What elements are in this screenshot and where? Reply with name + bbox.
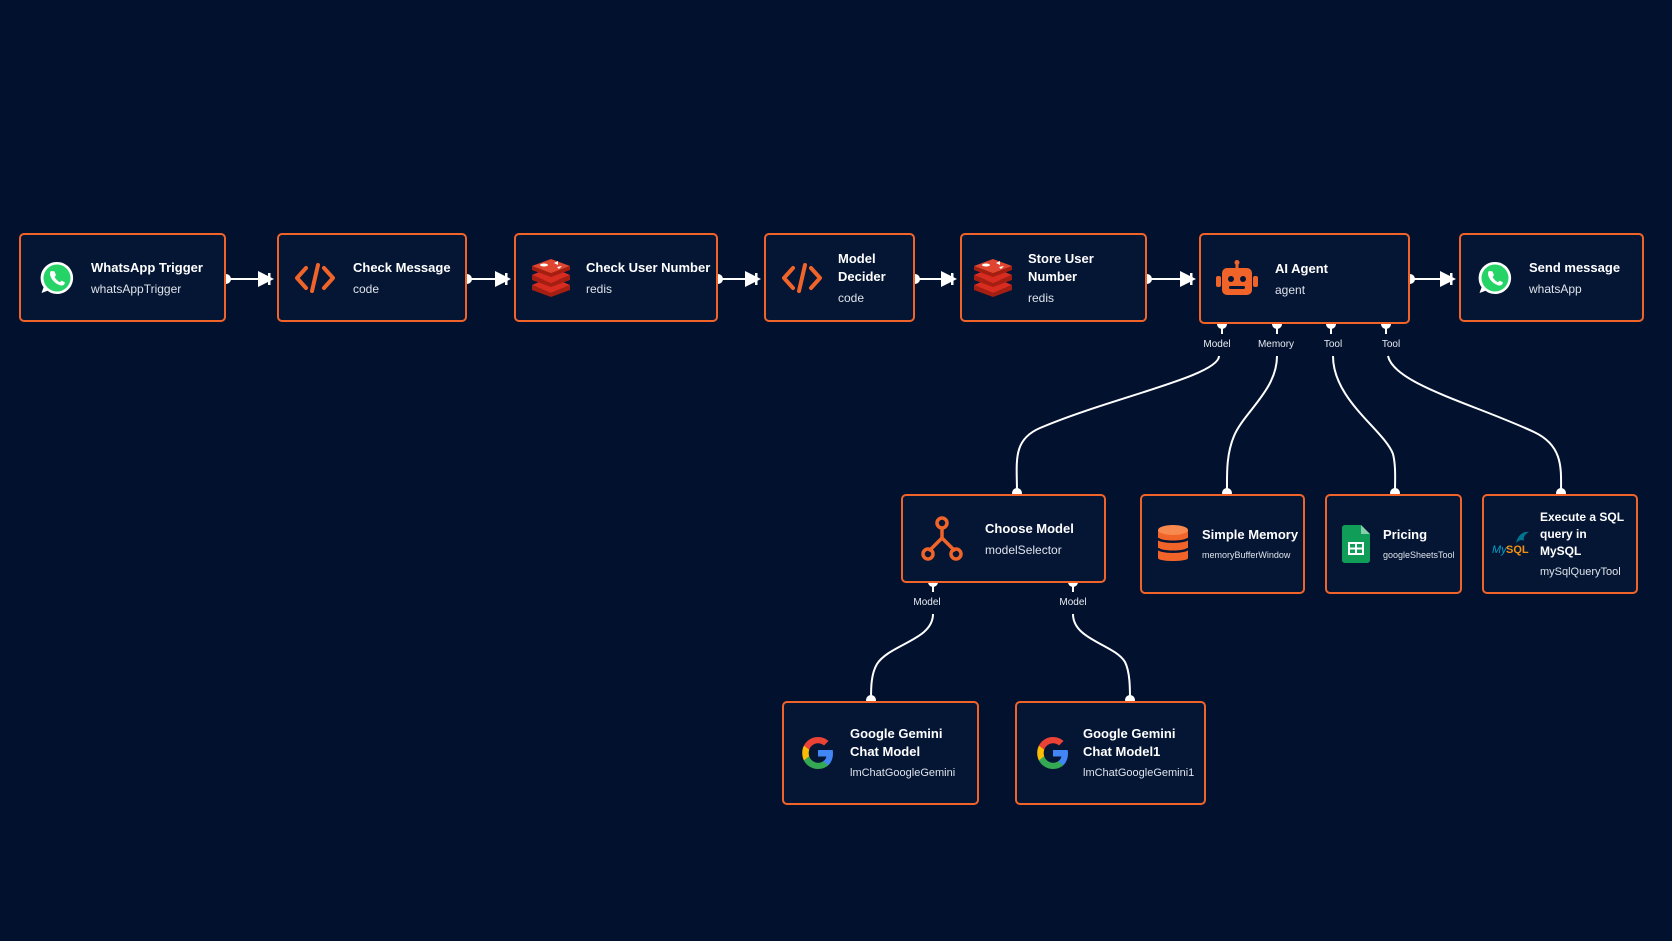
node-ai-agent[interactable]: AI Agent agent: [1199, 233, 1410, 324]
wire-selector-gemini-1[interactable]: [870, 613, 934, 701]
wire-agent-tool-sql[interactable]: [1387, 355, 1563, 494]
agent-tool-port-label: Tool: [1323, 339, 1343, 350]
node-title: Model Decider: [838, 250, 886, 284]
agent-model-port-label: Model: [1203, 339, 1231, 350]
robot-icon: [1215, 259, 1259, 298]
google-icon: [800, 736, 836, 770]
node-subtitle: lmChatGoogleGemini1: [1083, 767, 1195, 779]
node-title: AI Agent: [1275, 260, 1328, 276]
code-icon: [293, 262, 337, 294]
node-send-message[interactable]: Send message whatsApp: [1459, 233, 1644, 322]
svg-text:SQL: SQL: [1506, 544, 1529, 556]
node-title: Google Gemini Chat Model1: [1083, 726, 1176, 759]
node-whatsapp-trigger[interactable]: WhatsApp Trigger whatsAppTrigger: [19, 233, 226, 322]
node-title: Pricing: [1383, 526, 1428, 542]
wire-agent-memory[interactable]: [1225, 355, 1278, 494]
node-subtitle: googleSheetsTool: [1383, 549, 1455, 560]
node-title: Check Message: [353, 259, 451, 275]
agent-memory-port-label: Memory: [1257, 339, 1295, 350]
selector-model-port-label: Model: [913, 597, 941, 608]
code-icon: [780, 262, 824, 294]
node-subtitle: lmChatGoogleGemini: [850, 767, 956, 779]
wire-selector-gemini-2[interactable]: [1072, 613, 1131, 701]
node-title: Google Gemini Chat Model: [850, 726, 943, 759]
node-title: Store User Number: [1028, 250, 1094, 284]
google-icon: [1035, 736, 1071, 770]
database-icon: [1156, 524, 1190, 564]
node-gemini-chat-model-1[interactable]: Google Gemini Chat Model1 lmChatGoogleGe…: [1015, 701, 1206, 805]
branch-icon: [921, 515, 963, 562]
node-gemini-chat-model[interactable]: Google Gemini Chat Model lmChatGoogleGem…: [782, 701, 979, 805]
node-subtitle: modelSelector: [985, 542, 1062, 557]
node-pricing[interactable]: Pricing googleSheetsTool: [1325, 494, 1462, 594]
wire-agent-tool-pricing[interactable]: [1332, 355, 1397, 494]
google-sheets-icon: [1341, 525, 1371, 563]
node-execute-sql[interactable]: My SQL Execute a SQL query in MySQL mySq…: [1482, 494, 1638, 594]
node-title: WhatsApp Trigger: [91, 259, 203, 275]
node-subtitle: code: [353, 281, 380, 296]
node-title: Send message: [1529, 259, 1621, 275]
node-simple-memory[interactable]: Simple Memory memoryBufferWindow: [1140, 494, 1305, 594]
node-check-user-number[interactable]: Check User Number redis: [514, 233, 718, 322]
node-title: Execute a SQL query in MySQL: [1540, 509, 1624, 558]
node-store-user-number[interactable]: Store User Number redis: [960, 233, 1147, 322]
selector-model-port-label-2: Model: [1059, 597, 1087, 608]
node-subtitle: redis: [586, 281, 613, 296]
node-title: Choose Model: [985, 520, 1074, 536]
node-subtitle: redis: [1028, 290, 1055, 305]
node-subtitle: whatsAppTrigger: [91, 281, 182, 296]
node-choose-model[interactable]: Choose Model modelSelector: [901, 494, 1106, 583]
node-title: Check User Number: [586, 259, 711, 275]
redis-icon: [530, 258, 572, 297]
node-check-message[interactable]: Check Message code: [277, 233, 467, 322]
node-subtitle: whatsApp: [1529, 281, 1582, 296]
whatsapp-icon: [1475, 259, 1515, 297]
redis-icon: [972, 258, 1014, 297]
node-subtitle: agent: [1275, 282, 1306, 297]
svg-text:My: My: [1492, 544, 1508, 556]
node-subtitle: code: [838, 290, 865, 305]
agent-tool-port-label-2: Tool: [1381, 339, 1401, 350]
whatsapp-icon: [37, 259, 77, 297]
node-subtitle: memoryBufferWindow: [1202, 549, 1291, 560]
node-model-decider[interactable]: Model Decider code: [764, 233, 915, 322]
node-subtitle: mySqlQueryTool: [1540, 565, 1621, 578]
wire-agent-model[interactable]: [1015, 355, 1220, 494]
node-title: Simple Memory: [1202, 526, 1299, 542]
mysql-icon: My SQL: [1492, 529, 1532, 559]
